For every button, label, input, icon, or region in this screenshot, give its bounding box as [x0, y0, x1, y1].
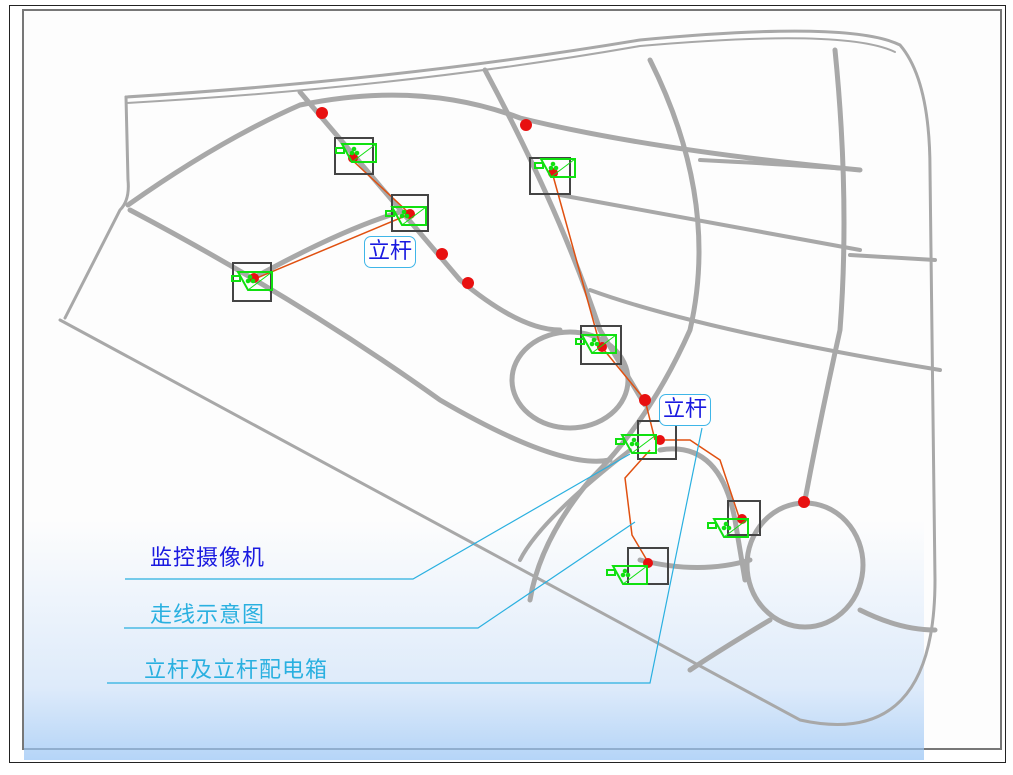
legend-pole-label: 立杆及立杆配电箱 [144, 658, 329, 683]
camera-icon [606, 565, 648, 585]
pole-dots [249, 107, 810, 568]
wiring-path [251, 157, 741, 563]
camera-icon [575, 334, 617, 354]
camera-icon [231, 271, 273, 291]
pole-boxes [232, 137, 761, 585]
background-gradient [24, 520, 924, 760]
leader-lines [107, 427, 703, 684]
pole-callout: 立杆 [659, 394, 712, 426]
camera-icon [615, 434, 657, 454]
camera-icon [385, 206, 427, 226]
camera-icon [534, 158, 576, 178]
camera-icon [335, 143, 377, 163]
legend-wiring-label: 走线示意图 [150, 603, 266, 628]
legend-camera-label: 监控摄像机 [150, 546, 266, 571]
camera-icons [231, 143, 749, 585]
camera-icon [707, 518, 749, 538]
pole-callout: 立杆 [364, 236, 417, 268]
road-network [58, 29, 942, 726]
